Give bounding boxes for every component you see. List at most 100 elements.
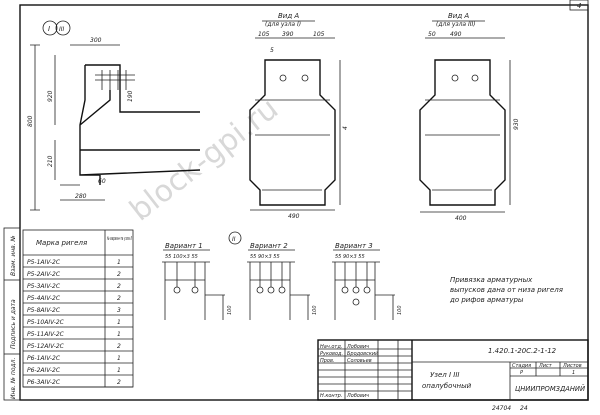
variant-height: 100 bbox=[227, 305, 233, 315]
rigel-table: Марка ригеля № вариан-та узла II Р5-1АIV… bbox=[22, 229, 134, 388]
note-line: до рифов арматуры bbox=[449, 296, 524, 304]
main-view: I III 300 920 800 190 210 280 60 bbox=[27, 20, 201, 211]
variant-3: Вариант 3 55 90×3 55 100 bbox=[332, 242, 403, 320]
rigel-mark: Р6-2АIV-2С bbox=[27, 367, 61, 374]
variant-number: 2 bbox=[117, 283, 121, 290]
view-a-node-3: Вид А (для узла III) 50 490 400 930 bbox=[419, 12, 520, 222]
dim: 300 bbox=[90, 37, 102, 44]
note-line: выпусков дана от низа ригеля bbox=[450, 286, 563, 294]
signer-role: Руковод. bbox=[320, 351, 343, 357]
rebar-outlet bbox=[278, 286, 286, 294]
variant-number: 2 bbox=[117, 271, 121, 278]
rigel-mark: Р5-8АIV-2С bbox=[27, 307, 61, 314]
view-a-node-1: Вид А (для узла I) 105 390 105 490 4 5 bbox=[249, 12, 349, 220]
table-row: Р6-1АIV-2С 1 bbox=[27, 355, 121, 362]
sheet-value: 1 bbox=[572, 370, 575, 376]
variant-number: 1 bbox=[117, 259, 121, 266]
note: Привязка арматурных выпусков дана от низ… bbox=[449, 276, 563, 304]
rigel-mark: Р5-11АIV-2С bbox=[27, 331, 65, 338]
table-row: Р5-11АIV-2С 1 bbox=[27, 331, 121, 338]
variant-1: Вариант 1 55 100×3 55 100 bbox=[162, 242, 233, 320]
dim: 930 bbox=[513, 118, 520, 130]
variant-height: 100 bbox=[397, 305, 403, 315]
signer-name: Бродовский bbox=[347, 351, 379, 357]
variant-title: Вариант 2 bbox=[250, 242, 288, 250]
rigel-mark: Р5-12АIV-2С bbox=[27, 343, 65, 350]
sheet-frame bbox=[19, 4, 589, 401]
view-title: Вид А bbox=[278, 12, 299, 20]
drawing-title: Узел I III bbox=[430, 371, 459, 379]
rebar-outlet bbox=[267, 286, 275, 294]
document-code: 1.420.1-20С.2-1-12 bbox=[488, 347, 557, 355]
dim: 4 bbox=[342, 126, 349, 130]
dim: 50 bbox=[428, 31, 436, 38]
stamp-field: Взам. инв. № bbox=[10, 235, 17, 276]
node-marker-1 bbox=[42, 20, 58, 36]
view-title: Вид А bbox=[448, 12, 469, 20]
signer-name: Соловьев bbox=[347, 358, 372, 364]
node-2-variants: II Вариант 1 55 100×3 55 100 Вариант 2 55 90… bbox=[162, 231, 403, 320]
signer-row: Нач.отд.Лобович bbox=[320, 344, 369, 350]
variant-height: 100 bbox=[312, 305, 318, 315]
rebar-outlet bbox=[352, 286, 360, 294]
table-row: Р5-2АIV-2С 2 bbox=[27, 271, 121, 278]
variant-dims: 55 100×3 55 bbox=[165, 254, 198, 260]
table-header-mark: Марка ригеля bbox=[36, 239, 87, 247]
node-label-1: I bbox=[48, 25, 50, 33]
table-row: Р5-8АIV-2С 3 bbox=[27, 307, 121, 314]
dim: 390 bbox=[282, 31, 294, 38]
dim: 105 bbox=[313, 31, 325, 38]
rebar-outlet bbox=[173, 286, 181, 294]
sheet-label: Лист bbox=[538, 363, 553, 369]
variant-dims: 55 90×3 55 bbox=[250, 254, 280, 260]
variant-number: 3 bbox=[117, 307, 121, 314]
variant-number: 1 bbox=[117, 367, 121, 374]
stage-label: Стадия bbox=[512, 363, 531, 369]
dim: 190 bbox=[127, 90, 134, 102]
view-subtitle: (для узла III) bbox=[436, 21, 476, 28]
note-line: Привязка арматурных bbox=[450, 276, 533, 284]
rebar-outlet bbox=[191, 286, 199, 294]
variant-number: 2 bbox=[117, 343, 121, 350]
variant-dims: 55 90×3 55 bbox=[335, 254, 365, 260]
signer-name: Лобович bbox=[346, 344, 369, 350]
dim: 400 bbox=[455, 215, 467, 222]
rigel-mark: Р5-3АIV-2С bbox=[27, 283, 61, 290]
rigel-mark: Р6-1АIV-2С bbox=[27, 355, 61, 362]
rigel-mark: Р5-10АIV-2С bbox=[27, 319, 65, 326]
variant-number: 2 bbox=[117, 295, 121, 302]
table-row: Р5-12АIV-2С 2 bbox=[27, 343, 121, 350]
rebar-outlet bbox=[341, 286, 349, 294]
dim: 60 bbox=[98, 178, 106, 185]
signer-row: Руковод. Бродовский bbox=[320, 351, 379, 357]
dim: 490 bbox=[450, 31, 462, 38]
stamp-field: Инв. № подл. bbox=[10, 358, 17, 399]
variant-title: Вариант 1 bbox=[165, 242, 203, 250]
table-row: Р6-2АIV-2С 1 bbox=[27, 367, 121, 374]
variant-number: 1 bbox=[117, 331, 121, 338]
signer-row: Н.контр.Лобович bbox=[320, 393, 369, 399]
variant-number: 1 bbox=[117, 355, 121, 362]
node-label-2: II bbox=[232, 236, 236, 243]
variant-title: Вариант 3 bbox=[335, 242, 373, 250]
dim: 800 bbox=[27, 115, 34, 127]
dim: 5 bbox=[270, 47, 274, 54]
variant-2: Вариант 2 55 90×3 55 100 bbox=[247, 242, 318, 320]
rebar-outlet bbox=[363, 286, 371, 294]
rigel-mark: Р5-2АIV-2С bbox=[27, 271, 61, 278]
rigel-mark: Р5-4АIV-2С bbox=[27, 295, 61, 302]
sheets-label: Листов bbox=[562, 363, 582, 369]
signer-role: Пров. bbox=[320, 358, 335, 364]
variant-number: 2 bbox=[117, 379, 121, 386]
page-number: 24 bbox=[520, 405, 528, 412]
stamp-field: Подпись и дата bbox=[10, 299, 17, 349]
dim: 105 bbox=[258, 31, 270, 38]
signer-role: Н.контр. bbox=[320, 393, 342, 399]
inventory-number: 24704 bbox=[492, 405, 511, 412]
corner-box bbox=[569, 0, 589, 11]
node-label-3: III bbox=[59, 26, 65, 33]
